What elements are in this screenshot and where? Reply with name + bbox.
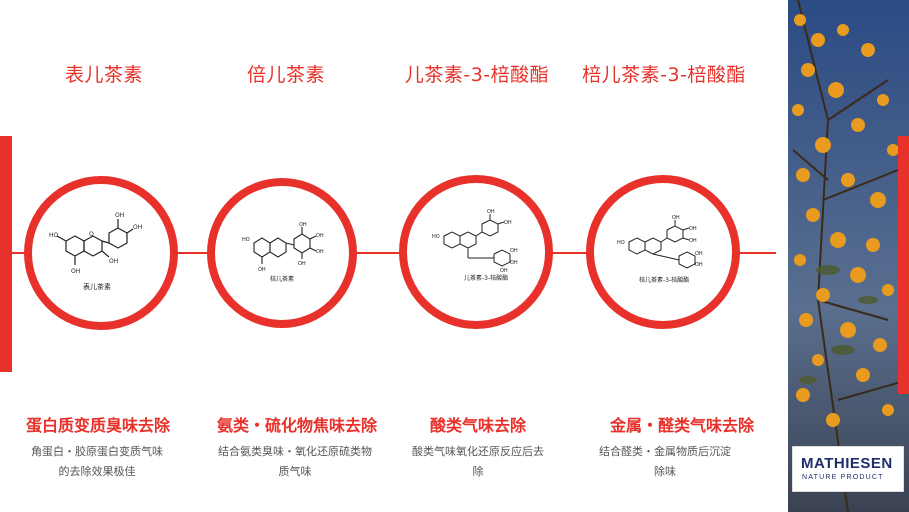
svg-text:OH: OH [672, 215, 680, 221]
description-2-line-2: 质气味 [278, 465, 312, 478]
svg-text:HO: HO [242, 237, 250, 243]
svg-text:OH: OH [695, 262, 703, 268]
title-1: 表儿茶素 [64, 64, 143, 86]
svg-text:HO: HO [49, 232, 59, 239]
persimmon-tree-photo [788, 0, 909, 512]
right-accent-bar [898, 136, 909, 394]
svg-text:OH: OH [316, 233, 324, 239]
description-4-line-1: 结合醛类・金属物质后沉淀 [599, 445, 731, 458]
svg-text:OH: OH [298, 261, 306, 267]
description-4-line-2: 除味 [654, 465, 676, 478]
description-3-line-1: 酸类气味氧化还原反应后去 [412, 445, 544, 458]
svg-text:OH: OH [510, 260, 518, 266]
brand-logo: MATHIESEN NATURE PRODUCT [792, 446, 904, 492]
slide: 表儿茶素 倍儿茶素 儿茶素-3-棓酸酯 棓儿茶素-3-棓酸酯 HO OH [0, 64, 776, 482]
description-3: 酸类气味氧化还原反应后去 除 [393, 442, 563, 482]
molecule-label-2: 棓儿茶素 [270, 275, 294, 283]
circle-3: HO OH OH OH OH OH 儿茶素-3-棓酸酯 [399, 175, 553, 329]
svg-text:OH: OH [71, 268, 80, 275]
effect-2: 氨类・硫化物焦味去除 [216, 416, 377, 435]
svg-text:OH: OH [109, 258, 118, 265]
molecule-label-3: 儿茶素-3-棓酸酯 [464, 274, 508, 282]
title-3: 儿茶素-3-棓酸酯 [404, 64, 550, 86]
description-1-line-2: 的去除效果极佳 [58, 465, 136, 478]
svg-text:OH: OH [689, 226, 697, 232]
svg-text:HO: HO [617, 240, 625, 246]
title-4: 棓儿茶素-3-棓酸酯 [582, 64, 746, 86]
molecule-2 [253, 227, 317, 264]
effect-1: 蛋白质变质臭味去除 [25, 416, 170, 435]
effect-4: 金属・醛类气味去除 [609, 416, 754, 435]
svg-text:OH: OH [258, 267, 266, 273]
left-accent-bar [0, 136, 12, 372]
svg-text:OH: OH [504, 220, 512, 226]
molecule-label-4: 棓儿茶素-3-棓酸酯 [639, 276, 689, 284]
svg-text:O: O [89, 231, 94, 238]
svg-text:OH: OH [487, 209, 495, 215]
svg-text:OH: OH [510, 248, 518, 254]
circle-2: HO OH OH OH OH OH 棓儿茶素 [207, 178, 357, 328]
svg-text:OH: OH [316, 249, 324, 255]
title-2: 倍儿茶素 [246, 64, 325, 86]
timeline: HO OH OH OH OH O 表儿茶素 [12, 175, 776, 330]
svg-text:OH: OH [689, 238, 697, 244]
description-3-line-2: 除 [472, 465, 484, 478]
circle-4: HO OH OH OH OH OH 棓儿茶素-3-棓酸酯 [586, 175, 740, 329]
description-2: 结合氨类臭味・氧化还原硫类物 质气味 [210, 442, 380, 482]
svg-text:OH: OH [299, 222, 307, 228]
description-1: 角蛋白・胶原蛋白变质气味 的去除效果极佳 [12, 442, 182, 482]
molecule-label-1: 表儿茶素 [83, 282, 111, 291]
svg-text:OH: OH [500, 268, 508, 274]
svg-text:HO: HO [432, 234, 440, 240]
circle-1: HO OH OH OH OH O 表儿茶素 [24, 176, 178, 330]
description-2-line-1: 结合氨类臭味・氧化还原硫类物 [218, 445, 372, 458]
svg-text:OH: OH [115, 212, 124, 219]
molecule-1 [56, 219, 134, 265]
brand-tagline: NATURE PRODUCT [802, 474, 884, 481]
effect-3: 酸类气味去除 [429, 416, 526, 435]
brand-name: MATHIESEN [801, 455, 893, 472]
description-4: 结合醛类・金属物质后沉淀 除味 [580, 442, 750, 482]
molecule-3 [443, 214, 511, 267]
description-1-line-1: 角蛋白・胶原蛋白变质气味 [31, 445, 163, 458]
svg-text:OH: OH [695, 251, 703, 257]
svg-text:OH: OH [133, 224, 142, 231]
molecule-4 [628, 220, 696, 269]
